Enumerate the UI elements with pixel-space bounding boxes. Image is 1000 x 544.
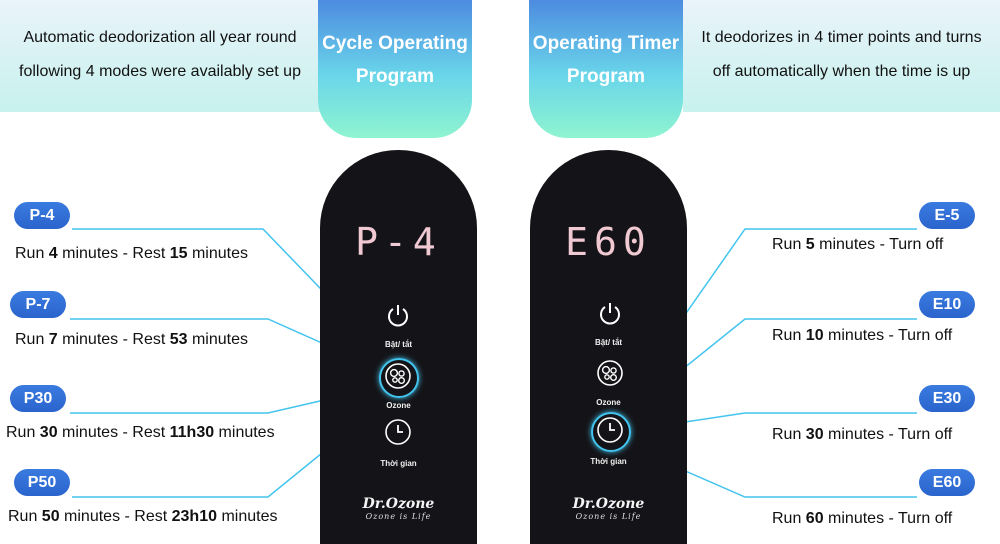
ozone-icon[interactable]	[596, 359, 624, 387]
power-icon[interactable]	[596, 300, 624, 328]
timer-display: E60	[565, 220, 652, 264]
clock-icon[interactable]	[596, 416, 624, 444]
cycle-device: P-4 Bật/ tắt Ozone Thời gian Dr.Ozone Oz…	[320, 150, 477, 544]
cycle-mode-desc: Run 4 minutes - Rest 15 minutes	[15, 245, 248, 262]
cycle-display: P-4	[355, 220, 442, 264]
timer-mode-badge: E30	[919, 385, 975, 412]
timer-mode-desc: Run 10 minutes - Turn off	[772, 327, 953, 344]
timer-mode-desc: Run 5 minutes - Turn off	[772, 236, 944, 253]
ozone-icon[interactable]	[384, 362, 412, 390]
cycle-mode-badge: P30	[10, 385, 66, 412]
power-icon[interactable]	[384, 302, 412, 330]
timer-mode-desc: Run 60 minutes - Turn off	[772, 510, 953, 527]
right-banner-line-1: It deodorizes in 4 timer points and turn…	[701, 29, 982, 46]
brand-tagline: Ozone is Life	[575, 512, 642, 521]
timer-mode-badge: E60	[919, 469, 975, 496]
ozone-button-ring[interactable]	[379, 358, 419, 398]
cycle-program-tab: Cycle Operating Program	[318, 0, 472, 138]
timer-mode-badge: E10	[919, 291, 975, 318]
ozone-label: Ozone	[596, 398, 621, 407]
power-label: Bật/ tắt	[384, 340, 413, 349]
left-banner-line-2: following 4 modes were availably set up	[19, 63, 301, 80]
timer-tab-line-2: Program	[566, 66, 646, 87]
cycle-tab-line-1: Cycle Operating	[322, 33, 468, 54]
timer-mode-desc: Run 30 minutes - Turn off	[772, 426, 953, 443]
cycle-mode-badge: P-4	[14, 202, 70, 229]
time-label: Thời gian	[590, 457, 627, 466]
timer-button-ring[interactable]	[591, 412, 631, 452]
cycle-mode-desc: Run 7 minutes - Rest 53 minutes	[15, 331, 248, 348]
right-banner: It deodorizes in 4 timer points and turn…	[683, 0, 1000, 112]
cycle-mode-badge: P50	[14, 469, 70, 496]
power-label: Bật/ tắt	[594, 338, 623, 347]
left-banner: Automatic deodorization all year round f…	[0, 0, 320, 112]
left-banner-line-1: Automatic deodorization all year round	[23, 29, 297, 46]
brand-logo: Dr.Ozone	[362, 496, 435, 512]
timer-device: E60 Bật/ tắt Ozone Thời gian Dr.Ozone Oz…	[530, 150, 687, 544]
cycle-mode-badge: P-7	[10, 291, 66, 318]
ozone-label: Ozone	[386, 401, 411, 410]
timer-mode-badge: E-5	[919, 202, 975, 229]
cycle-mode-desc: Run 30 minutes - Rest 11h30 minutes	[6, 424, 275, 441]
brand-logo: Dr.Ozone	[572, 496, 645, 512]
clock-icon[interactable]	[384, 418, 412, 446]
timer-tab-line-1: Operating Timer	[532, 33, 680, 54]
time-label: Thời gian	[380, 459, 417, 468]
brand-tagline: Ozone is Life	[365, 512, 432, 521]
cycle-mode-desc: Run 50 minutes - Rest 23h10 minutes	[8, 508, 278, 525]
right-banner-line-2: off automatically when the time is up	[712, 63, 971, 80]
cycle-tab-line-2: Program	[355, 66, 435, 87]
timer-program-tab: Operating Timer Program	[529, 0, 683, 138]
